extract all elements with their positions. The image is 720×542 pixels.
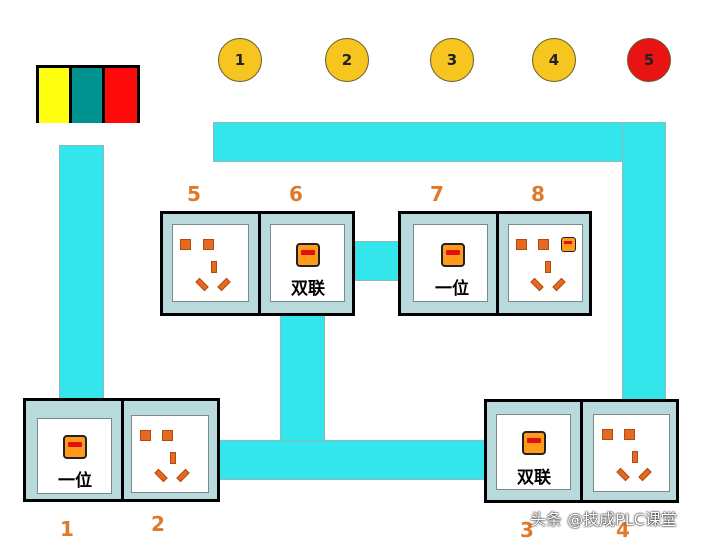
- duct-middle-vertical: [280, 314, 325, 446]
- switch-face: 双联: [496, 414, 571, 490]
- switch-caption: 一位: [435, 279, 469, 299]
- socket-panel-4: [580, 399, 679, 503]
- socket-face: [131, 415, 209, 493]
- switch-panel-3: 双联: [484, 399, 583, 503]
- socket-hole: [624, 429, 635, 440]
- socket-panel-5: [160, 211, 261, 316]
- socket-hole: [140, 430, 151, 441]
- socket-panel-8: [496, 211, 592, 316]
- socket-number-8: 8: [531, 182, 545, 206]
- socket-number-3: 3: [520, 518, 534, 542]
- indicator-light-label: 2: [341, 51, 353, 69]
- switch-face: 一位: [413, 224, 488, 302]
- socket-hole: [170, 452, 176, 464]
- socket-number-6: 6: [289, 182, 303, 206]
- switch-rocker[interactable]: [522, 431, 546, 455]
- color-legend: [36, 65, 140, 123]
- indicator-light-label: 1: [234, 51, 246, 69]
- socket-hole: [538, 239, 549, 250]
- socket-hole: [530, 277, 544, 292]
- switch-rocker[interactable]: [441, 243, 465, 267]
- socket-hole: [195, 277, 209, 292]
- socket-hole: [632, 451, 638, 463]
- socket-hole: [154, 468, 168, 483]
- switch-panel-7: 一位: [398, 211, 499, 316]
- switch-face: 双联: [270, 224, 345, 302]
- duct-left-vertical: [59, 145, 104, 401]
- socket-number-7: 7: [430, 182, 444, 206]
- socket-hole: [545, 261, 551, 273]
- duct-top-connector: [355, 241, 400, 281]
- switch-indicator: [527, 438, 541, 443]
- switch-caption: 双联: [291, 279, 325, 299]
- indicator-light-label: 3: [446, 51, 458, 69]
- socket-hole: [602, 429, 613, 440]
- legend-swatch-yellow: [39, 68, 72, 123]
- socket-switch[interactable]: [561, 237, 576, 252]
- indicator-light-label: 4: [548, 51, 560, 69]
- socket-hole: [638, 467, 652, 482]
- socket-hole: [180, 239, 191, 250]
- switch-panel-1: 一位: [23, 398, 124, 502]
- socket-hole: [516, 239, 527, 250]
- socket-hole: [217, 277, 231, 292]
- switch-face: 一位: [37, 418, 112, 494]
- indicator-light-4: 4: [532, 38, 576, 82]
- indicator-light-3: 3: [430, 38, 474, 82]
- indicator-light-1: 1: [218, 38, 262, 82]
- socket-hole: [162, 430, 173, 441]
- duct-bottom-horizontal: [218, 440, 486, 480]
- socket-hole: [211, 261, 217, 273]
- duct-right-vertical: [622, 122, 666, 402]
- socket-face: [172, 224, 249, 302]
- indicator-light-2: 2: [325, 38, 369, 82]
- switch-rocker[interactable]: [63, 435, 87, 459]
- legend-swatch-red: [105, 68, 137, 123]
- watermark: 头条 @技成PLC课堂: [530, 510, 677, 529]
- switch-panel-6: 双联: [258, 211, 355, 316]
- switch-caption: 双联: [517, 468, 551, 488]
- socket-hole: [552, 277, 566, 292]
- socket-number-1: 1: [60, 517, 74, 541]
- socket-number-2: 2: [151, 512, 165, 536]
- indicator-light-label: 5: [643, 51, 655, 69]
- switch-indicator: [68, 442, 82, 447]
- socket-face: [508, 224, 583, 302]
- socket-number-5: 5: [187, 182, 201, 206]
- duct-top-horizontal: [213, 122, 666, 162]
- socket-hole: [176, 468, 190, 483]
- socket-number-4: 4: [616, 518, 630, 542]
- switch-indicator: [301, 250, 315, 255]
- switch-rocker[interactable]: [296, 243, 320, 267]
- socket-face: [593, 414, 670, 492]
- socket-switch-indicator: [564, 241, 572, 244]
- socket-hole: [616, 467, 630, 482]
- socket-panel-2: [121, 398, 220, 502]
- socket-hole: [203, 239, 214, 250]
- switch-caption: 一位: [58, 471, 92, 491]
- indicator-light-5: 5: [627, 38, 671, 82]
- legend-swatch-teal: [72, 68, 105, 123]
- switch-indicator: [446, 250, 460, 255]
